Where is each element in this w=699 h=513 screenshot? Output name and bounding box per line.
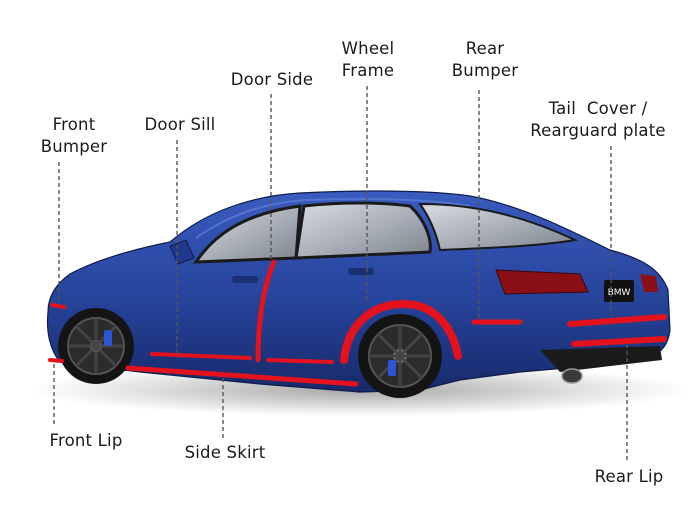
roof-line <box>195 197 471 239</box>
label-door-sill: Door Sill <box>144 115 216 134</box>
door-side-strip <box>255 259 277 363</box>
side-mirror <box>169 239 195 265</box>
front-wheel <box>58 308 134 384</box>
label-tail-cover: Tail Cover / Rearguard plate <box>530 99 666 140</box>
rear-side-window <box>294 201 432 260</box>
trim-strips <box>48 259 667 387</box>
wheel-frame-strip <box>340 299 462 364</box>
leader-lines <box>53 86 628 460</box>
front-window <box>193 204 302 264</box>
taillight <box>495 269 589 295</box>
tail-cover-strip <box>567 314 667 327</box>
front-door-handle <box>232 276 258 283</box>
label-rear-lip: Rear Lip <box>594 467 664 486</box>
door-sill-strip-rear <box>266 358 334 364</box>
front-lip-strip <box>48 358 64 363</box>
label-wheel-frame: Wheel Frame <box>341 39 395 80</box>
taillight-right <box>640 274 658 292</box>
label-front-lip: Front Lip <box>49 431 123 450</box>
door-sill-strip-front <box>150 352 252 360</box>
exhaust-tip <box>561 368 583 384</box>
rear-lip-strip <box>571 336 667 347</box>
label-front-bumper: Front Bumper <box>40 115 108 156</box>
front-bumper-strip <box>50 303 66 309</box>
rear-door-handle <box>348 268 374 275</box>
plate-text: BMW <box>608 288 631 298</box>
label-side-skirt: Side Skirt <box>184 443 266 462</box>
rear-wheel <box>358 314 442 398</box>
label-door-side: Door Side <box>230 70 314 89</box>
rear-valance <box>540 346 662 372</box>
side-skirt-strip <box>125 365 359 387</box>
label-rear-bumper: Rear Bumper <box>451 39 519 80</box>
rear-windshield <box>418 202 579 252</box>
